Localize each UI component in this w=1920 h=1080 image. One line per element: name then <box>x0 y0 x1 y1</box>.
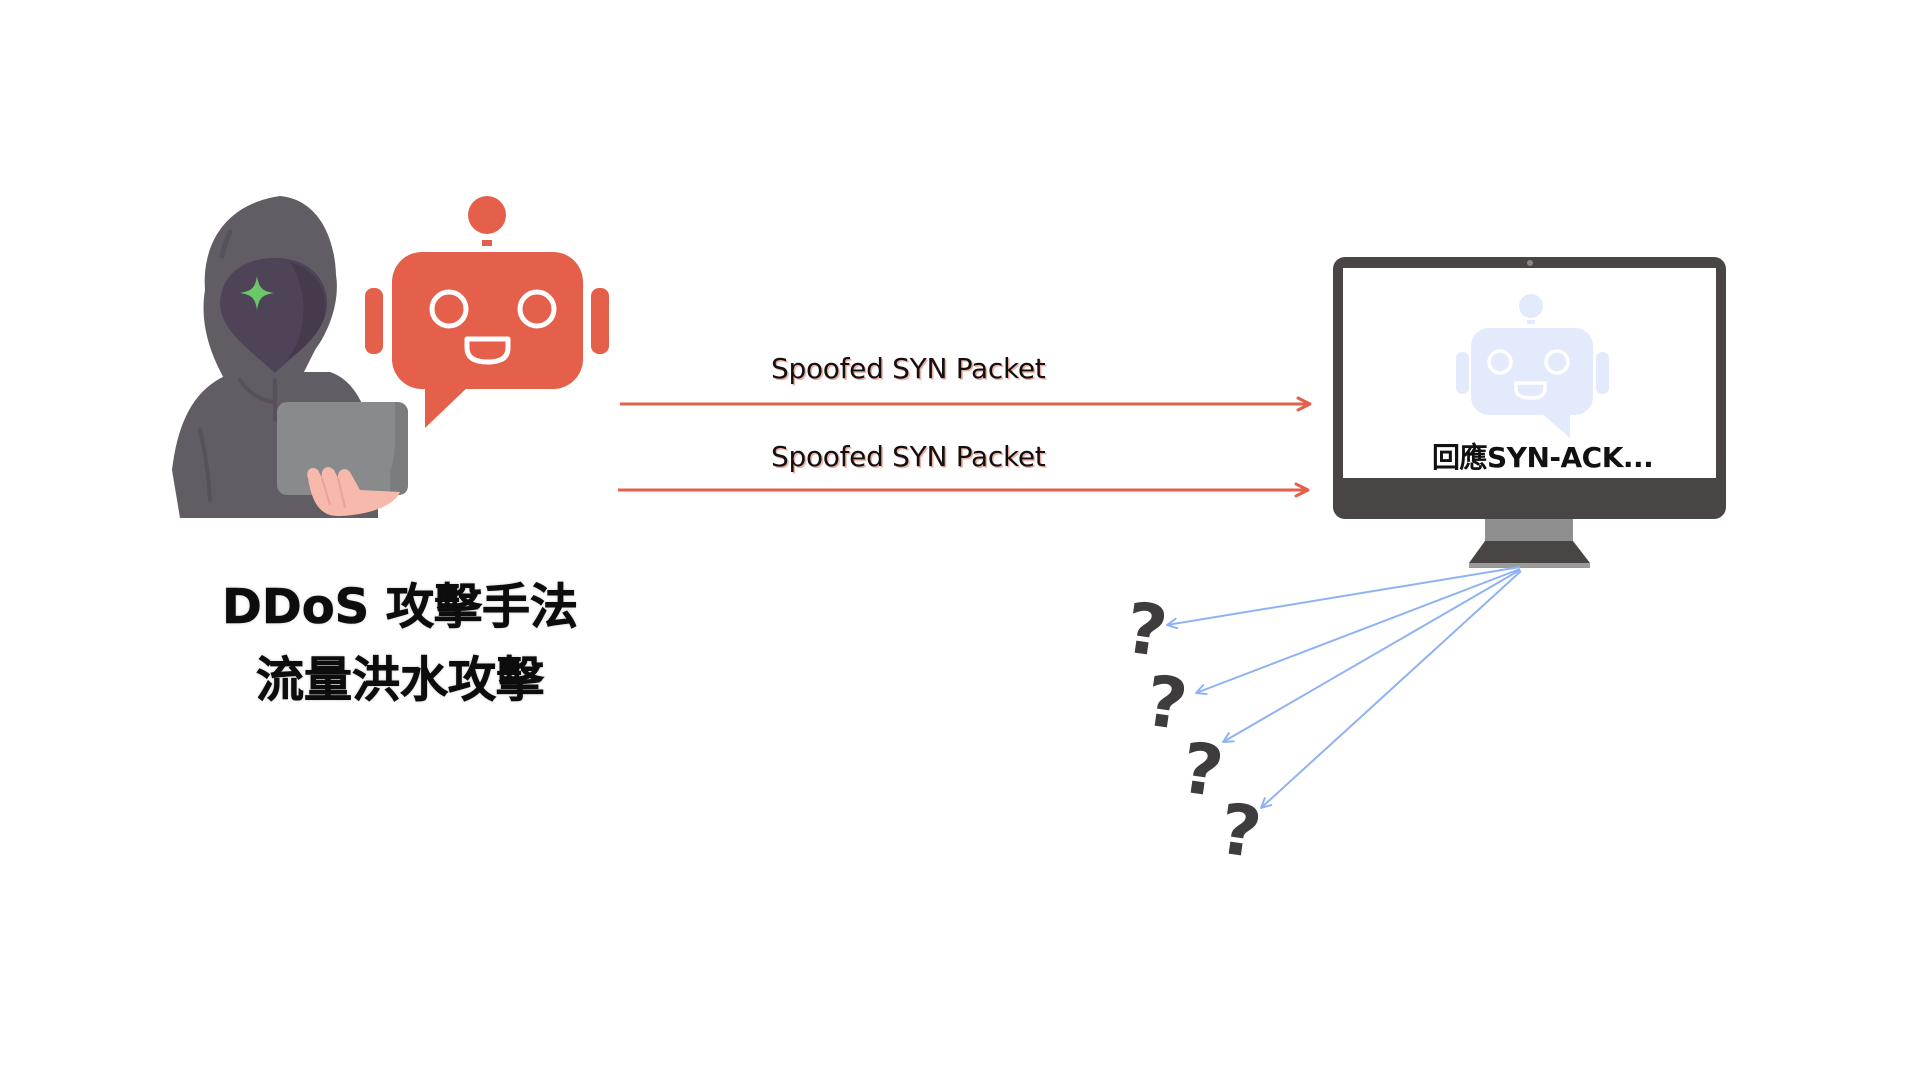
screen-response-text: 回應SYN-ACK... <box>1432 441 1654 474</box>
packet-label-1: Spoofed SYN Packet <box>771 352 1046 385</box>
sparkle-icon <box>240 276 274 310</box>
hooded-hacker-icon <box>172 196 408 518</box>
response-arrow-2 <box>1195 568 1521 696</box>
packet-label-2: Spoofed SYN Packet <box>771 440 1046 473</box>
title-line-1: DDoS 攻擊手法 <box>222 579 579 635</box>
faded-robot-chat-icon <box>1456 294 1609 438</box>
response-arrow-1 <box>1166 566 1521 630</box>
response-arrows <box>1166 566 1522 809</box>
robot-chat-bubble-icon <box>365 196 609 428</box>
title-line-2: 流量洪水攻擊 <box>255 652 545 708</box>
response-arrow-3 <box>1222 569 1521 743</box>
response-arrow-4 <box>1260 570 1522 809</box>
